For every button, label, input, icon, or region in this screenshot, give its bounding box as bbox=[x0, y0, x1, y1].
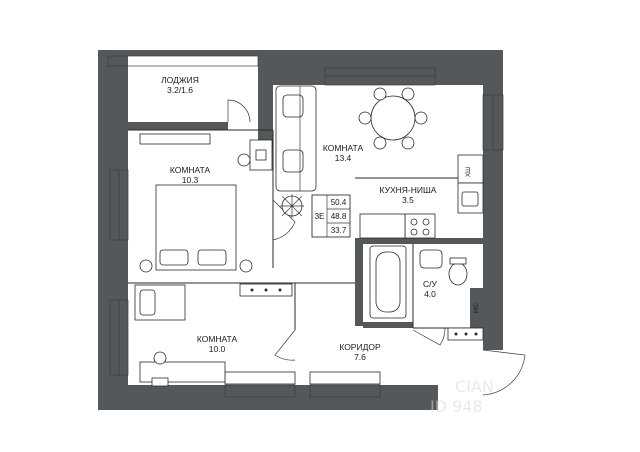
wall-bath-left bbox=[355, 238, 363, 326]
toilet-icon bbox=[448, 257, 468, 286]
walls bbox=[98, 50, 503, 410]
summary-table: 3Е 50.4 48.8 33.7 bbox=[311, 194, 351, 238]
bathtub-icon bbox=[369, 245, 407, 319]
sink-icon bbox=[419, 249, 443, 269]
windows bbox=[107, 55, 504, 398]
wardrobe-icon bbox=[139, 133, 381, 385]
wall-bottom bbox=[98, 385, 438, 410]
apt-type: 3Е bbox=[315, 212, 325, 221]
room-area-kitchen: 3.5 bbox=[402, 195, 414, 205]
room-name-bath: С/У bbox=[423, 279, 438, 289]
desk-icon bbox=[237, 139, 273, 171]
room-name-bottom: КОМНАТА bbox=[197, 334, 238, 344]
area-with-kitchen: 48.8 bbox=[331, 212, 347, 221]
room-area-loggia: 3.2/1.6 bbox=[167, 85, 193, 95]
window-bottom-2 bbox=[309, 384, 381, 398]
dining-table-icon bbox=[358, 87, 428, 150]
wall-shaft bbox=[470, 288, 485, 328]
wall-loggia-bottom bbox=[128, 122, 228, 130]
area-living: 33.7 bbox=[331, 226, 347, 235]
kitchen-units-icon bbox=[359, 154, 484, 239]
room-area-bath: 4.0 bbox=[424, 289, 436, 299]
room-area-left: 10.3 bbox=[182, 175, 199, 185]
sofa-icon bbox=[275, 85, 317, 192]
wall-kitchen-bath bbox=[355, 238, 485, 244]
wall-top bbox=[258, 50, 503, 85]
window-bottom-1 bbox=[224, 384, 296, 398]
room-area-corridor: 7.6 bbox=[354, 352, 366, 362]
bed-icon bbox=[139, 184, 253, 273]
area-total: 50.4 bbox=[331, 198, 347, 207]
wall-right bbox=[483, 50, 503, 350]
room-name-kitchen: КУХНЯ-НИША bbox=[380, 185, 437, 195]
room-name-big: КОМНАТА bbox=[323, 143, 364, 153]
door-bottom-room bbox=[274, 329, 296, 361]
hallway-shelf-icon bbox=[447, 327, 484, 341]
wall-left bbox=[98, 50, 128, 410]
door-entrance bbox=[482, 349, 526, 396]
bed-bottom-icon bbox=[134, 284, 186, 321]
room-name-left: КОМНАТА bbox=[170, 165, 211, 175]
door-bathroom bbox=[412, 327, 446, 346]
bottom-desk-icon bbox=[139, 351, 226, 387]
window-big-room bbox=[324, 67, 436, 86]
wall-top-loggia bbox=[98, 50, 260, 56]
doors bbox=[227, 99, 526, 396]
room-area-big: 13.4 bbox=[335, 153, 352, 163]
watermark-id: ID 948 bbox=[430, 397, 483, 416]
plant-icon bbox=[280, 194, 304, 218]
room-name-corridor: КОРИДОР bbox=[339, 342, 381, 352]
shaft-label: МС bbox=[473, 303, 480, 313]
watermark-brand: CIAN bbox=[455, 377, 494, 396]
room-area-bottom: 10.0 bbox=[209, 344, 226, 354]
wall-bath-bottom bbox=[363, 322, 413, 328]
wall-loggia-room bbox=[258, 50, 273, 150]
room-name-loggia: ЛОДЖИЯ bbox=[161, 75, 199, 85]
door-left-room bbox=[272, 199, 296, 241]
shelf-icon bbox=[239, 283, 293, 297]
door-loggia bbox=[227, 99, 251, 123]
window-loggia bbox=[107, 55, 259, 67]
fridge-label: ХШ bbox=[465, 167, 472, 177]
